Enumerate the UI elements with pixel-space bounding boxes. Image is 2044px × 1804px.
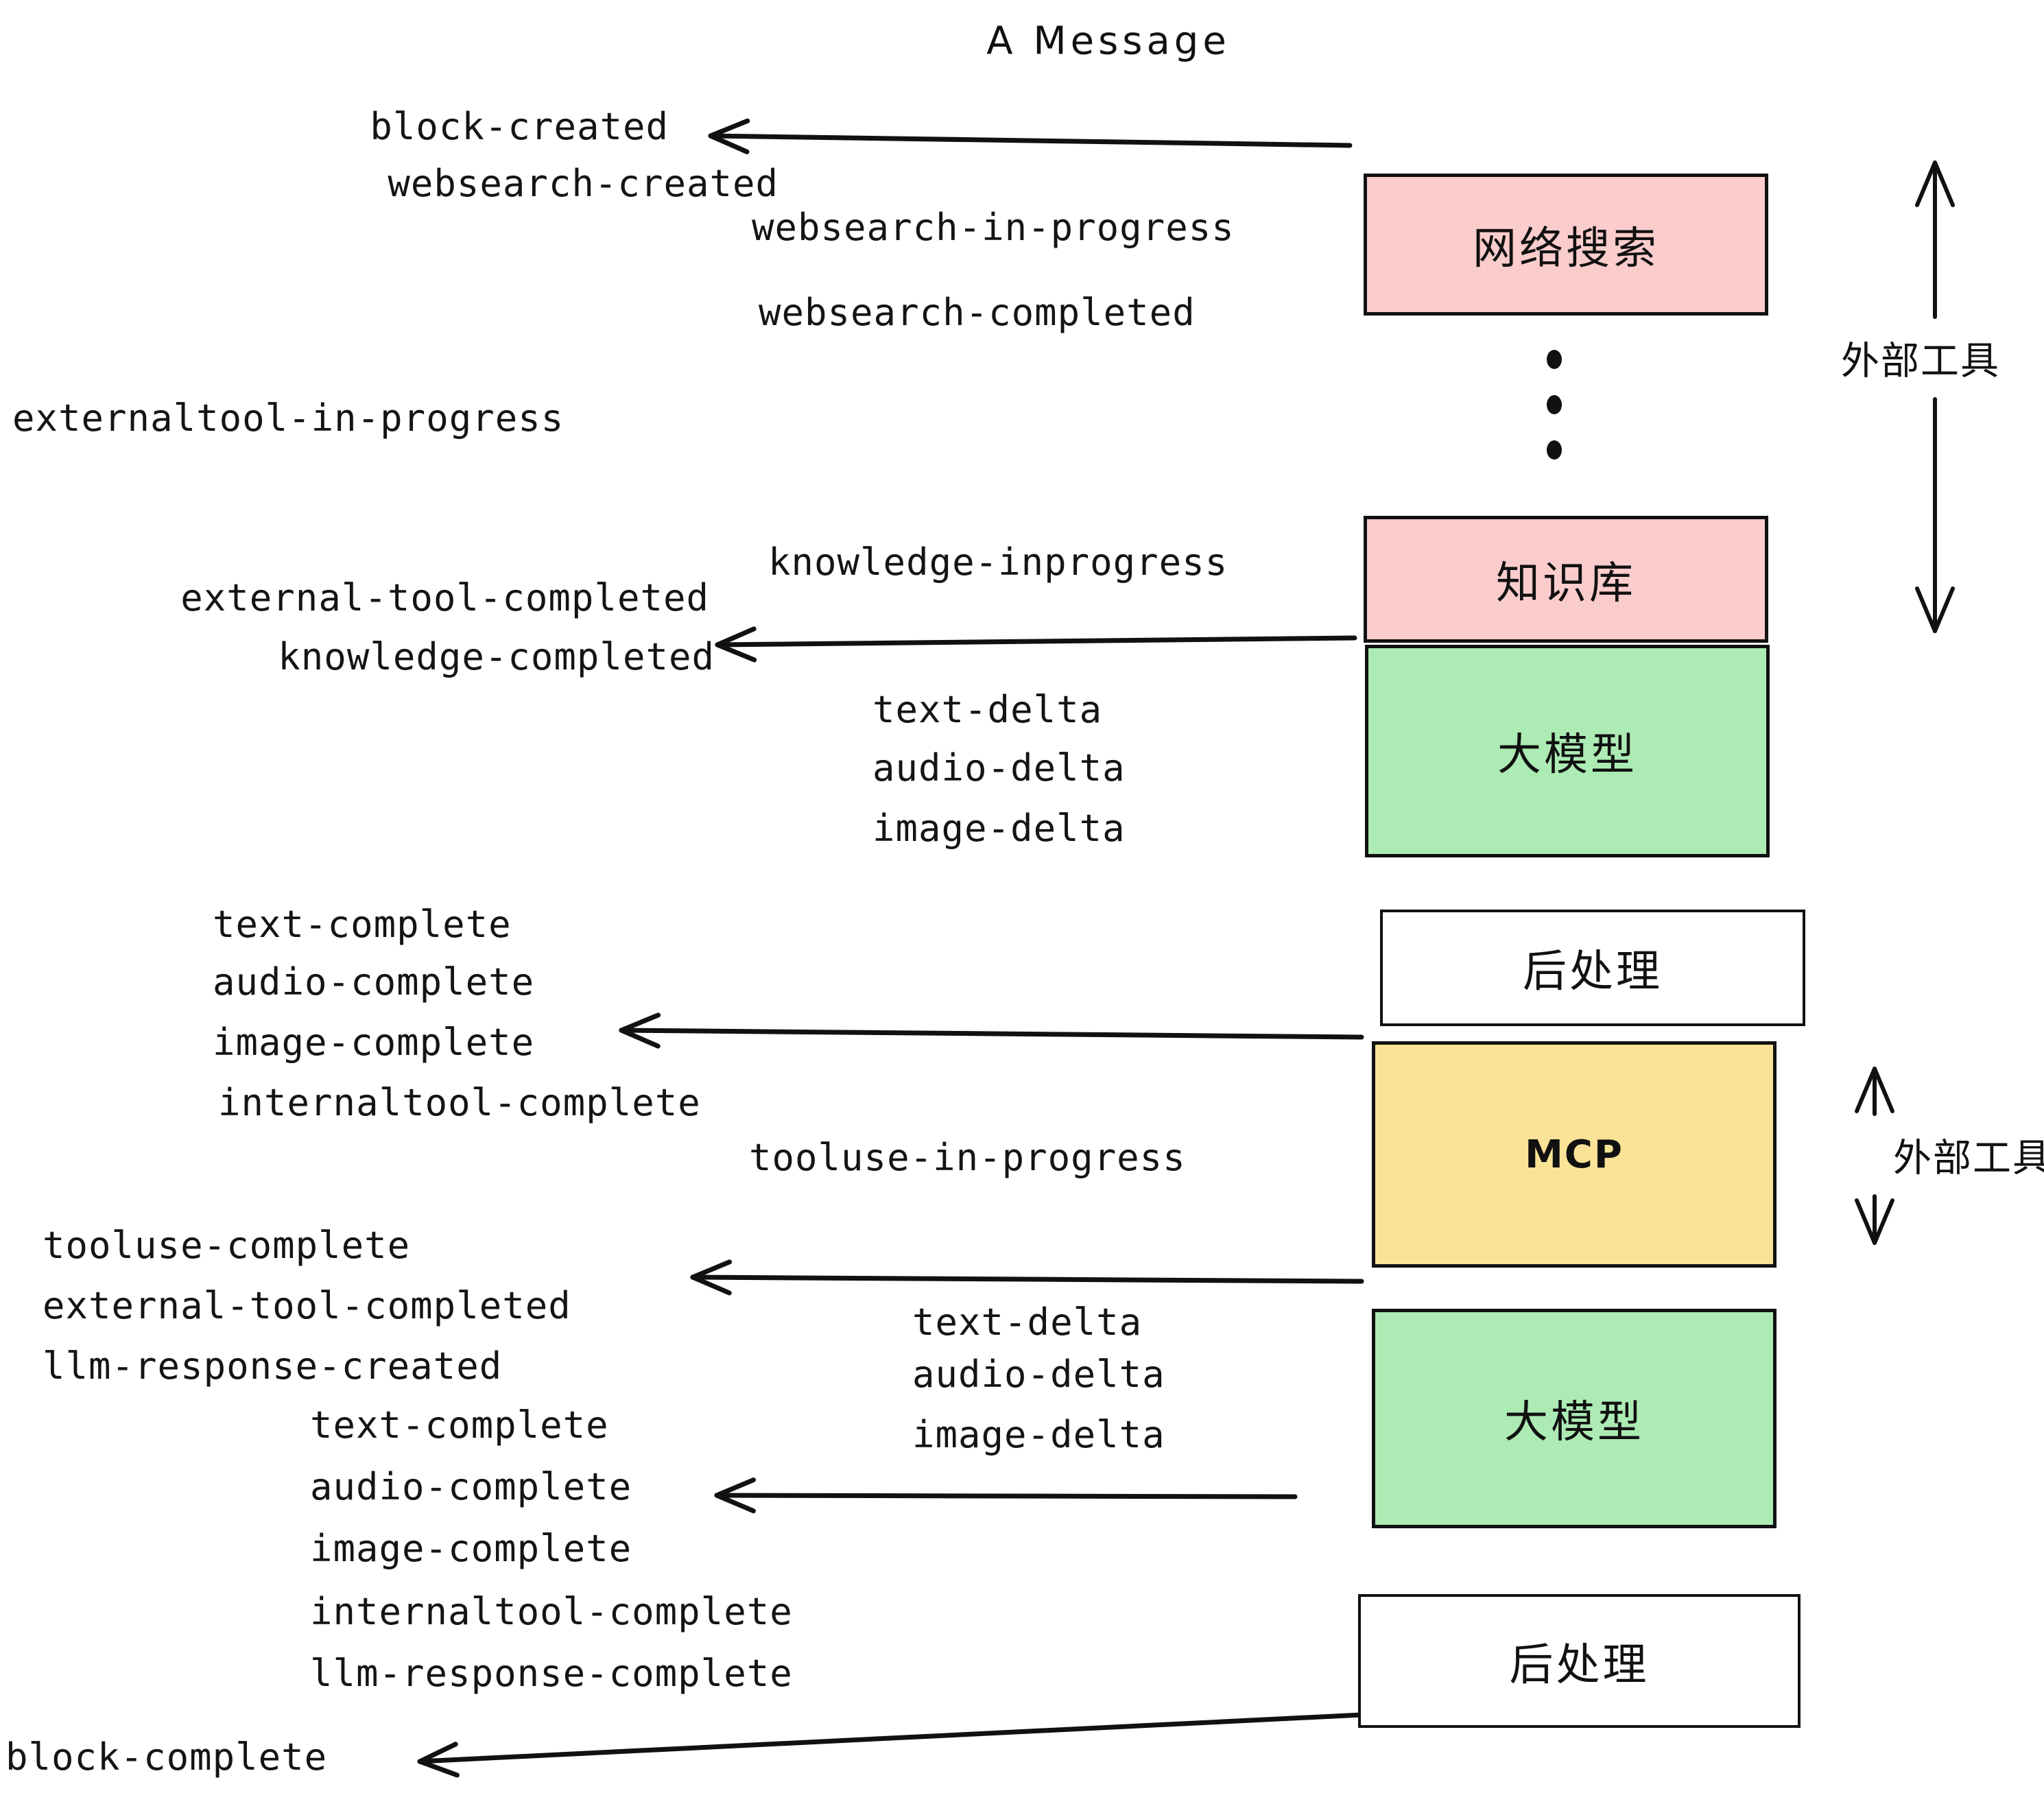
- node-label: 后处理: [1509, 1639, 1650, 1691]
- event-label-external-tool-completed-2: external-tool-completed: [43, 1284, 571, 1327]
- node-mcp: MCP: [1372, 1041, 1776, 1268]
- side-group-label-external-tools-bottom: 外部工具: [1893, 1136, 2044, 1181]
- node-label: 大模型: [1504, 1397, 1644, 1448]
- event-label-audio-complete-1: audio-complete: [213, 960, 535, 1004]
- event-label-llm-response-created: llm-response-created: [43, 1344, 503, 1388]
- event-label-text-delta-2: text-delta: [912, 1301, 1143, 1344]
- node-websearch: 网络搜索: [1364, 174, 1768, 316]
- arrow-knowledge-done: [715, 626, 1357, 663]
- node-label: 知识库: [1496, 558, 1636, 609]
- event-label-image-delta-1: image-delta: [872, 807, 1126, 850]
- event-label-externaltool-in-progress: externaltool-in-progress: [12, 396, 565, 440]
- event-label-audio-delta-2: audio-delta: [912, 1353, 1165, 1396]
- node-label: 后处理: [1523, 947, 1663, 997]
- ellipsis-dot: [1547, 350, 1562, 369]
- event-label-websearch-in-progress: websearch-in-progress: [752, 206, 1235, 249]
- event-label-knowledge-inprogress: knowledge-inprogress: [768, 541, 1228, 584]
- event-label-internaltool-complete-1: internaltool-complete: [218, 1081, 701, 1124]
- node-knowledge: 知识库: [1364, 516, 1768, 643]
- ellipsis-dot: [1547, 395, 1562, 414]
- event-label-tooluse-in-progress: tooluse-in-progress: [749, 1136, 1186, 1179]
- event-label-websearch-completed: websearch-completed: [759, 291, 1196, 334]
- node-llm-2: 大模型: [1372, 1309, 1776, 1528]
- node-label: 大模型: [1497, 730, 1637, 781]
- page-title: A Message: [986, 19, 1231, 64]
- ellipsis-dot: [1547, 440, 1562, 460]
- event-label-external-tool-completed-1: external-tool-completed: [180, 576, 709, 619]
- event-label-internaltool-complete-2: internaltool-complete: [310, 1590, 793, 1633]
- node-label: MCP: [1525, 1132, 1624, 1177]
- node-postprocess-1: 后处理: [1380, 910, 1805, 1026]
- event-label-image-complete-2: image-complete: [310, 1527, 632, 1570]
- arrow-block-created: [708, 118, 1353, 154]
- side-group-label-external-tools-top: 外部工具: [1841, 339, 2000, 384]
- event-label-audio-delta-1: audio-delta: [872, 746, 1126, 790]
- node-label: 网络搜索: [1473, 223, 1659, 274]
- arrow-tooluse-complete: [690, 1259, 1364, 1296]
- event-label-text-complete-1: text-complete: [213, 903, 512, 946]
- event-label-image-complete-1: image-complete: [213, 1021, 535, 1064]
- event-label-text-delta-1: text-delta: [872, 688, 1103, 731]
- node-postprocess-2: 后处理: [1358, 1594, 1801, 1728]
- arrow-block-complete: [417, 1712, 1364, 1778]
- event-label-knowledge-completed: knowledge-completed: [278, 635, 715, 678]
- arrow-image-complete: [619, 1012, 1364, 1049]
- event-label-text-complete-2: text-complete: [310, 1403, 609, 1447]
- event-label-audio-complete-2: audio-complete: [310, 1465, 632, 1508]
- node-llm-1: 大模型: [1365, 645, 1770, 857]
- arrow-audio-complete: [714, 1477, 1298, 1514]
- event-label-block-complete: block-complete: [5, 1735, 328, 1779]
- event-label-llm-response-complete: llm-response-complete: [310, 1652, 793, 1695]
- event-label-image-delta-2: image-delta: [912, 1413, 1165, 1456]
- event-label-tooluse-complete: tooluse-complete: [43, 1224, 411, 1267]
- event-label-websearch-created: websearch-created: [388, 162, 779, 205]
- double-arrow-external-tools-top: [1915, 161, 1955, 633]
- double-arrow-external-tools-bottom: [1855, 1067, 1894, 1245]
- event-label-block-created: block-created: [370, 105, 669, 148]
